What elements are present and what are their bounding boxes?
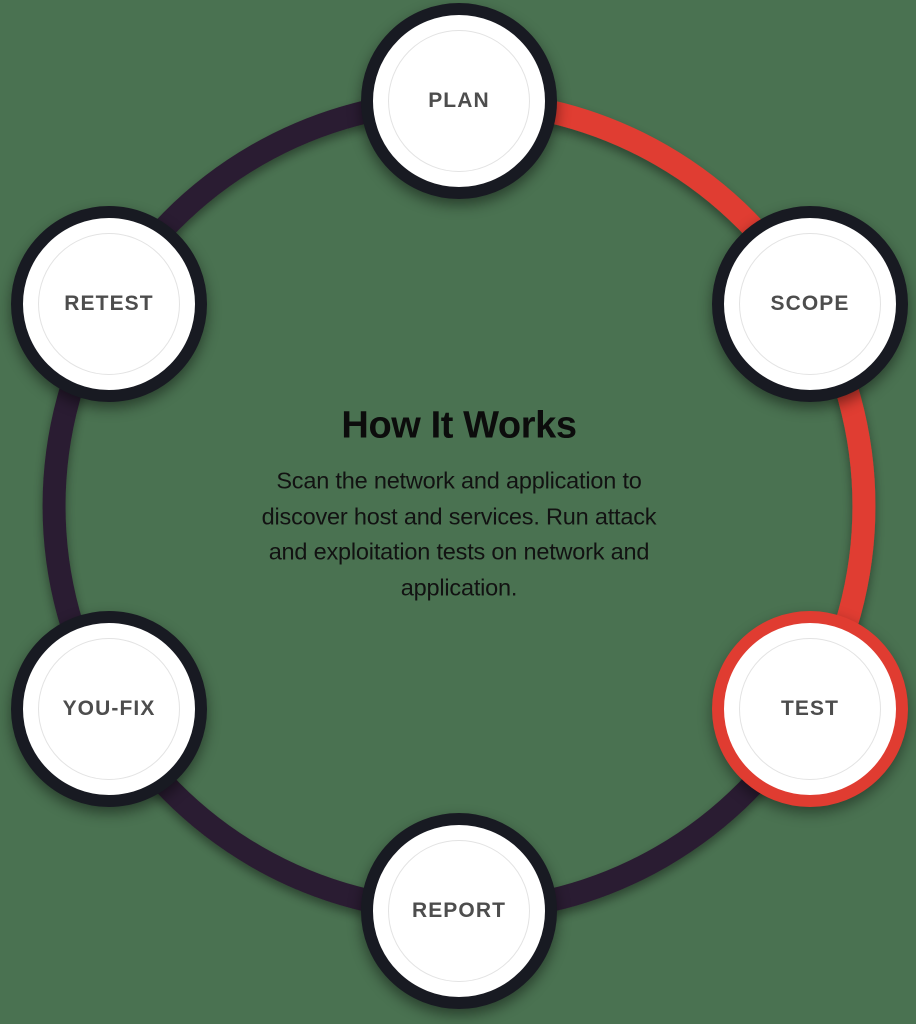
step-node-plan[interactable]: PLAN (361, 3, 557, 199)
step-node-scope[interactable]: SCOPE (712, 206, 908, 402)
step-label-retest: RETEST (64, 292, 154, 315)
step-node-you-fix[interactable]: YOU-FIX (11, 611, 207, 807)
step-label-you-fix: YOU-FIX (62, 697, 156, 720)
step-label-test: TEST (780, 697, 840, 720)
arc-track-dark (42, 89, 820, 923)
step-node-test[interactable]: TEST (712, 611, 908, 807)
step-label-scope: SCOPE (770, 292, 850, 315)
step-label-plan: PLAN (428, 89, 490, 112)
step-label-report: REPORT (411, 899, 507, 922)
step-node-retest[interactable]: RETEST (11, 206, 207, 402)
step-node-report[interactable]: REPORT (361, 813, 557, 1009)
